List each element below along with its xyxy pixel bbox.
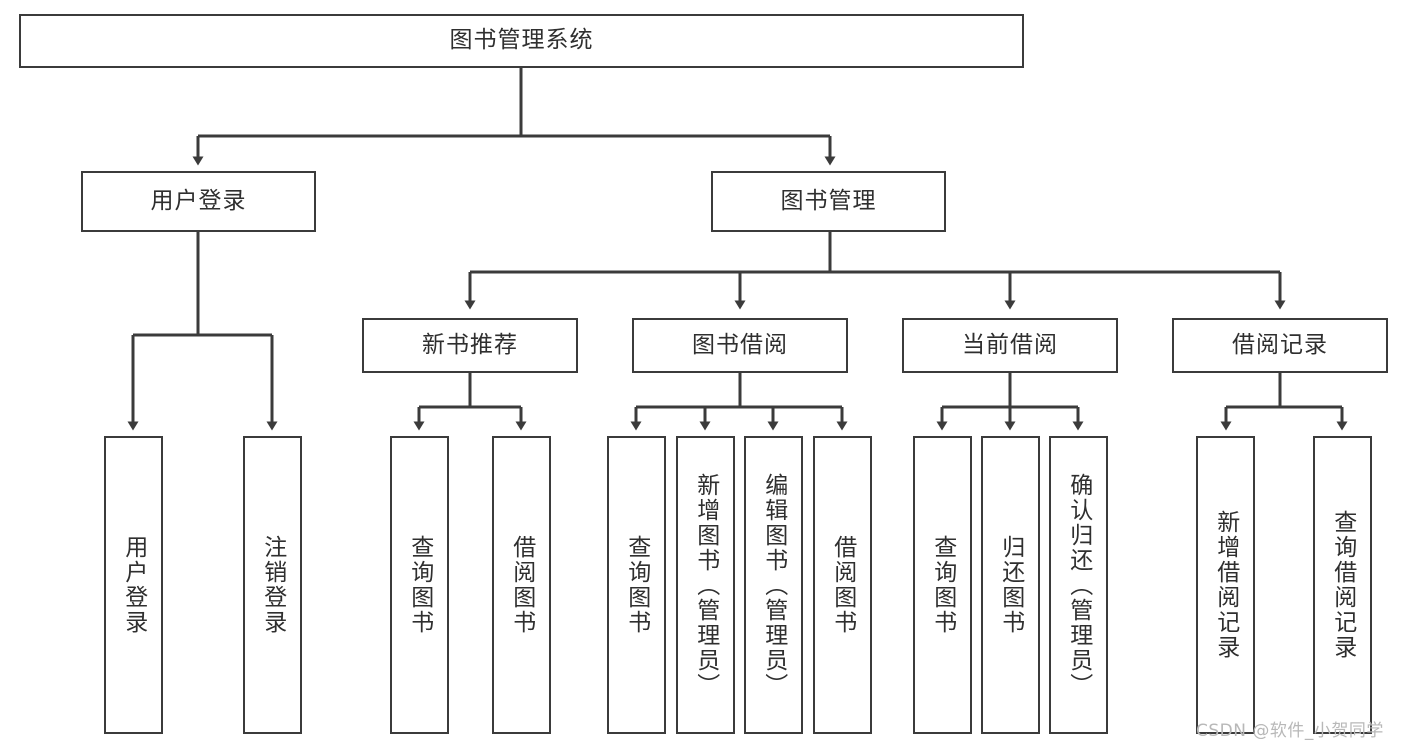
node-label: 查询借阅记录: [1329, 510, 1356, 660]
leaf-add-book-admin[interactable]: 新增图书（管理员）: [676, 436, 735, 734]
node-current-borrow[interactable]: 当前借阅: [902, 318, 1118, 373]
node-label: 图书管理: [780, 187, 877, 214]
leaf-query-book-borrow[interactable]: 查询图书: [607, 436, 666, 734]
node-label: 查询图书: [623, 535, 650, 635]
leaf-return-book[interactable]: 归还图书: [981, 436, 1040, 734]
leaf-query-borrow-record[interactable]: 查询借阅记录: [1313, 436, 1372, 734]
node-label: 图书借阅: [692, 331, 788, 358]
node-label: 用户登录: [120, 535, 147, 635]
node-label: 归还图书: [997, 535, 1024, 635]
node-book-borrow[interactable]: 图书借阅: [632, 318, 848, 373]
node-new-book-recommend[interactable]: 新书推荐: [362, 318, 578, 373]
leaf-user-login[interactable]: 用户登录: [104, 436, 163, 734]
leaf-query-book-current[interactable]: 查询图书: [913, 436, 972, 734]
node-label: 用户登录: [150, 187, 247, 214]
leaf-borrow-book-recommend[interactable]: 借阅图书: [492, 436, 551, 734]
leaf-logout-login[interactable]: 注销登录: [243, 436, 302, 734]
node-label: 新增图书（管理员）: [692, 472, 719, 698]
node-label: 借阅图书: [508, 535, 535, 635]
csdn-watermark: CSDN @软件_小贺同学: [1196, 721, 1384, 741]
node-borrow-record[interactable]: 借阅记录: [1172, 318, 1388, 373]
leaf-edit-book-admin[interactable]: 编辑图书（管理员）: [744, 436, 803, 734]
leaf-borrow-book-borrow[interactable]: 借阅图书: [813, 436, 872, 734]
node-label: 查询图书: [929, 535, 956, 635]
node-label: 查询图书: [406, 535, 433, 635]
node-book-management[interactable]: 图书管理: [711, 171, 946, 232]
leaf-add-borrow-record[interactable]: 新增借阅记录: [1196, 436, 1255, 734]
node-label: 新书推荐: [422, 331, 518, 358]
node-label: 图书管理系统: [449, 27, 594, 54]
node-root-book-management-system[interactable]: 图书管理系统: [19, 14, 1024, 68]
node-label: 注销登录: [259, 535, 286, 635]
leaf-query-book-recommend[interactable]: 查询图书: [390, 436, 449, 734]
leaf-confirm-return-admin[interactable]: 确认归还（管理员）: [1049, 436, 1108, 734]
node-label: 编辑图书（管理员）: [760, 472, 787, 698]
node-label: 确认归还（管理员）: [1065, 472, 1092, 698]
node-label: 借阅记录: [1232, 331, 1328, 358]
node-label: 当前借阅: [962, 331, 1058, 358]
node-label: 借阅图书: [829, 535, 856, 635]
node-user-login[interactable]: 用户登录: [81, 171, 316, 232]
node-label: 新增借阅记录: [1212, 510, 1239, 660]
